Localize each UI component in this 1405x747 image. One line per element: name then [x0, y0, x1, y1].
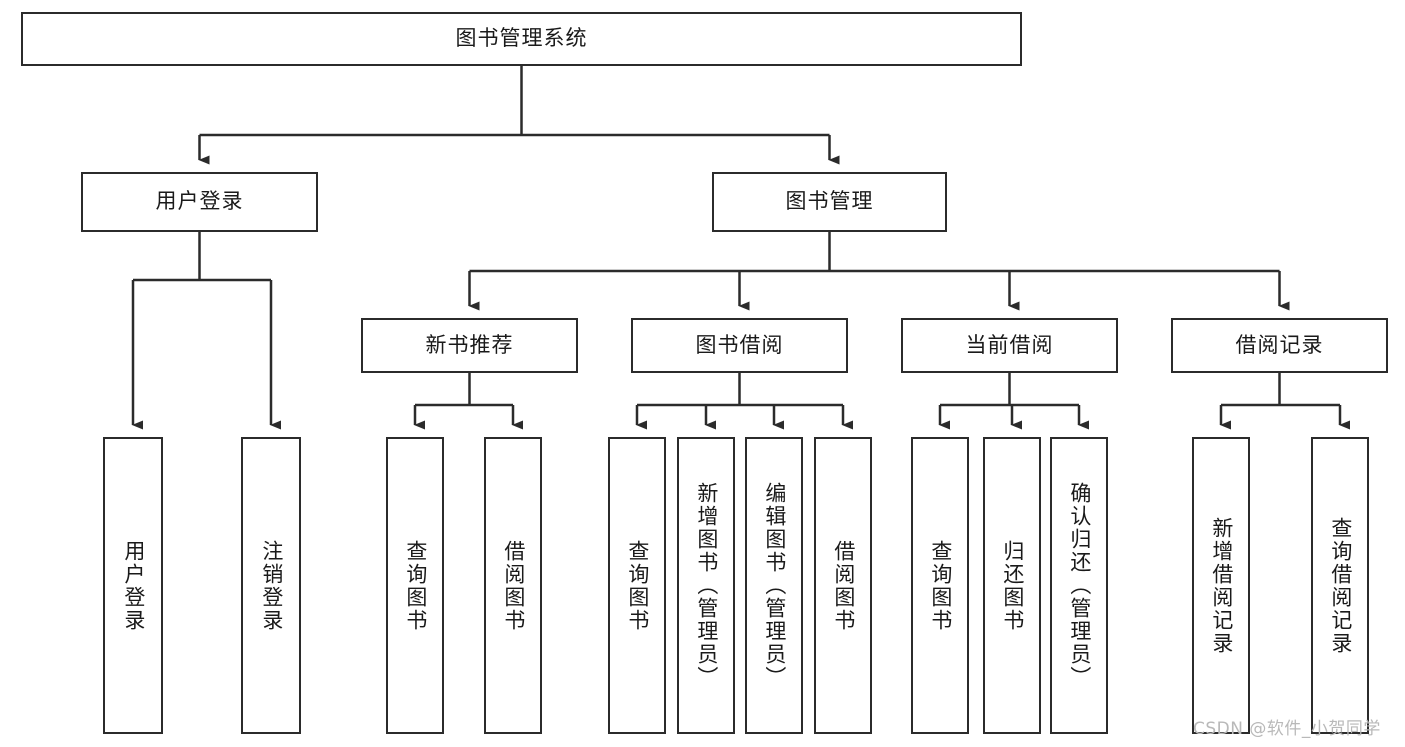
node-leaf-user-logout-label: 注销登录 [259, 539, 284, 632]
node-current-borrow-label: 当前借阅 [965, 332, 1054, 357]
node-user-login-label: 用户登录 [155, 189, 244, 214]
node-leaf-user-login[interactable]: 用户登录 [103, 437, 163, 734]
node-leaf-add-borrow-record[interactable]: 新增借阅记录 [1192, 437, 1250, 734]
node-leaf-query-book-rec-label: 查询图书 [403, 539, 428, 632]
node-root[interactable]: 图书管理系统 [21, 12, 1022, 66]
node-leaf-user-login-label: 用户登录 [121, 539, 146, 632]
node-leaf-query-book-borrow-label: 查询图书 [625, 539, 650, 632]
node-borrow-record[interactable]: 借阅记录 [1171, 318, 1388, 373]
node-root-label: 图书管理系统 [455, 26, 588, 51]
node-borrow-record-label: 借阅记录 [1235, 332, 1324, 357]
node-leaf-borrow-book-rec-label: 借阅图书 [501, 539, 526, 632]
node-leaf-user-logout[interactable]: 注销登录 [241, 437, 301, 734]
node-book-manage[interactable]: 图书管理 [712, 172, 947, 232]
node-user-login[interactable]: 用户登录 [81, 172, 318, 232]
node-leaf-query-borrow-record-label: 查询借阅记录 [1328, 516, 1353, 655]
node-leaf-add-borrow-record-label: 新增借阅记录 [1209, 516, 1234, 655]
node-leaf-add-book-label: 新增图书（管理员） [694, 482, 719, 689]
node-leaf-query-book-rec[interactable]: 查询图书 [386, 437, 444, 734]
node-leaf-borrow-book-rec[interactable]: 借阅图书 [484, 437, 542, 734]
node-leaf-return-book-label: 归还图书 [1000, 539, 1025, 632]
node-leaf-query-book-current[interactable]: 查询图书 [911, 437, 969, 734]
node-new-book-recommend[interactable]: 新书推荐 [361, 318, 578, 373]
node-book-manage-label: 图书管理 [785, 189, 874, 214]
node-leaf-confirm-return-label: 确认归还（管理员） [1067, 482, 1092, 689]
node-book-borrow-label: 图书借阅 [695, 332, 784, 357]
node-leaf-confirm-return[interactable]: 确认归还（管理员） [1050, 437, 1108, 734]
node-leaf-query-borrow-record[interactable]: 查询借阅记录 [1311, 437, 1369, 734]
csdn-watermark: CSDN @软件_小贺同学 [1193, 719, 1381, 739]
node-leaf-edit-book-label: 编辑图书（管理员） [762, 482, 787, 689]
node-leaf-query-book-current-label: 查询图书 [928, 539, 953, 632]
node-leaf-return-book[interactable]: 归还图书 [983, 437, 1041, 734]
node-leaf-edit-book[interactable]: 编辑图书（管理员） [745, 437, 803, 734]
node-leaf-borrow-book[interactable]: 借阅图书 [814, 437, 872, 734]
node-book-borrow[interactable]: 图书借阅 [631, 318, 848, 373]
node-new-book-recommend-label: 新书推荐 [425, 332, 514, 357]
node-leaf-add-book[interactable]: 新增图书（管理员） [677, 437, 735, 734]
node-current-borrow[interactable]: 当前借阅 [901, 318, 1118, 373]
node-leaf-borrow-book-label: 借阅图书 [831, 539, 856, 632]
node-leaf-query-book-borrow[interactable]: 查询图书 [608, 437, 666, 734]
